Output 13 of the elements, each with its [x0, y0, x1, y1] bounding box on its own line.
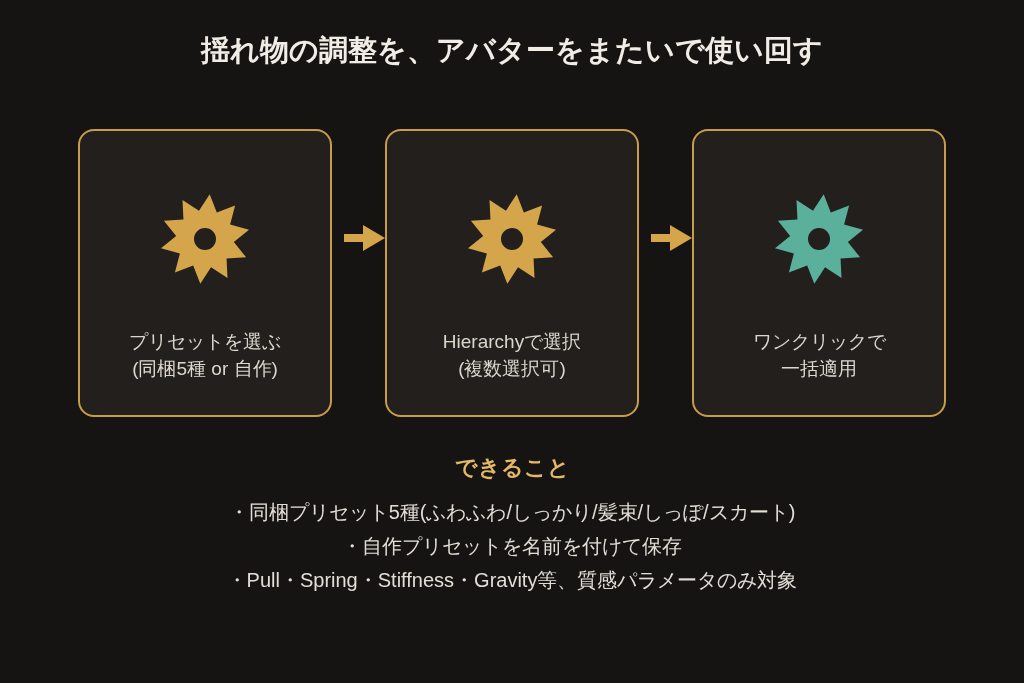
- section-heading: できること: [454, 454, 570, 482]
- step-card: [78, 129, 332, 417]
- feature-item: ・自作プリセットを名前を付けて保存: [342, 534, 682, 559]
- step-text: (同梱5種 or 自作): [132, 357, 278, 381]
- step-card: [692, 129, 946, 417]
- title: 揺れ物の調整を、アバターをまたいで使い回す: [201, 33, 823, 68]
- step-text: Hierarchyで選択: [442, 330, 582, 354]
- step-text: ワンクリックで一括適用: [751, 330, 887, 381]
- step-card: [385, 129, 639, 417]
- feature-item: ・同梱プリセット5種(ふわふわ/しっかり/髪束/しっぽ/スカート): [228, 500, 796, 525]
- step-text: プリセットを選ぶ: [129, 330, 281, 354]
- feature-item: ・Pull・Spring・Stiffness・Gravity等、質感パラメータのみ対象: [226, 568, 798, 593]
- step-text: (複数選択可): [458, 357, 566, 381]
